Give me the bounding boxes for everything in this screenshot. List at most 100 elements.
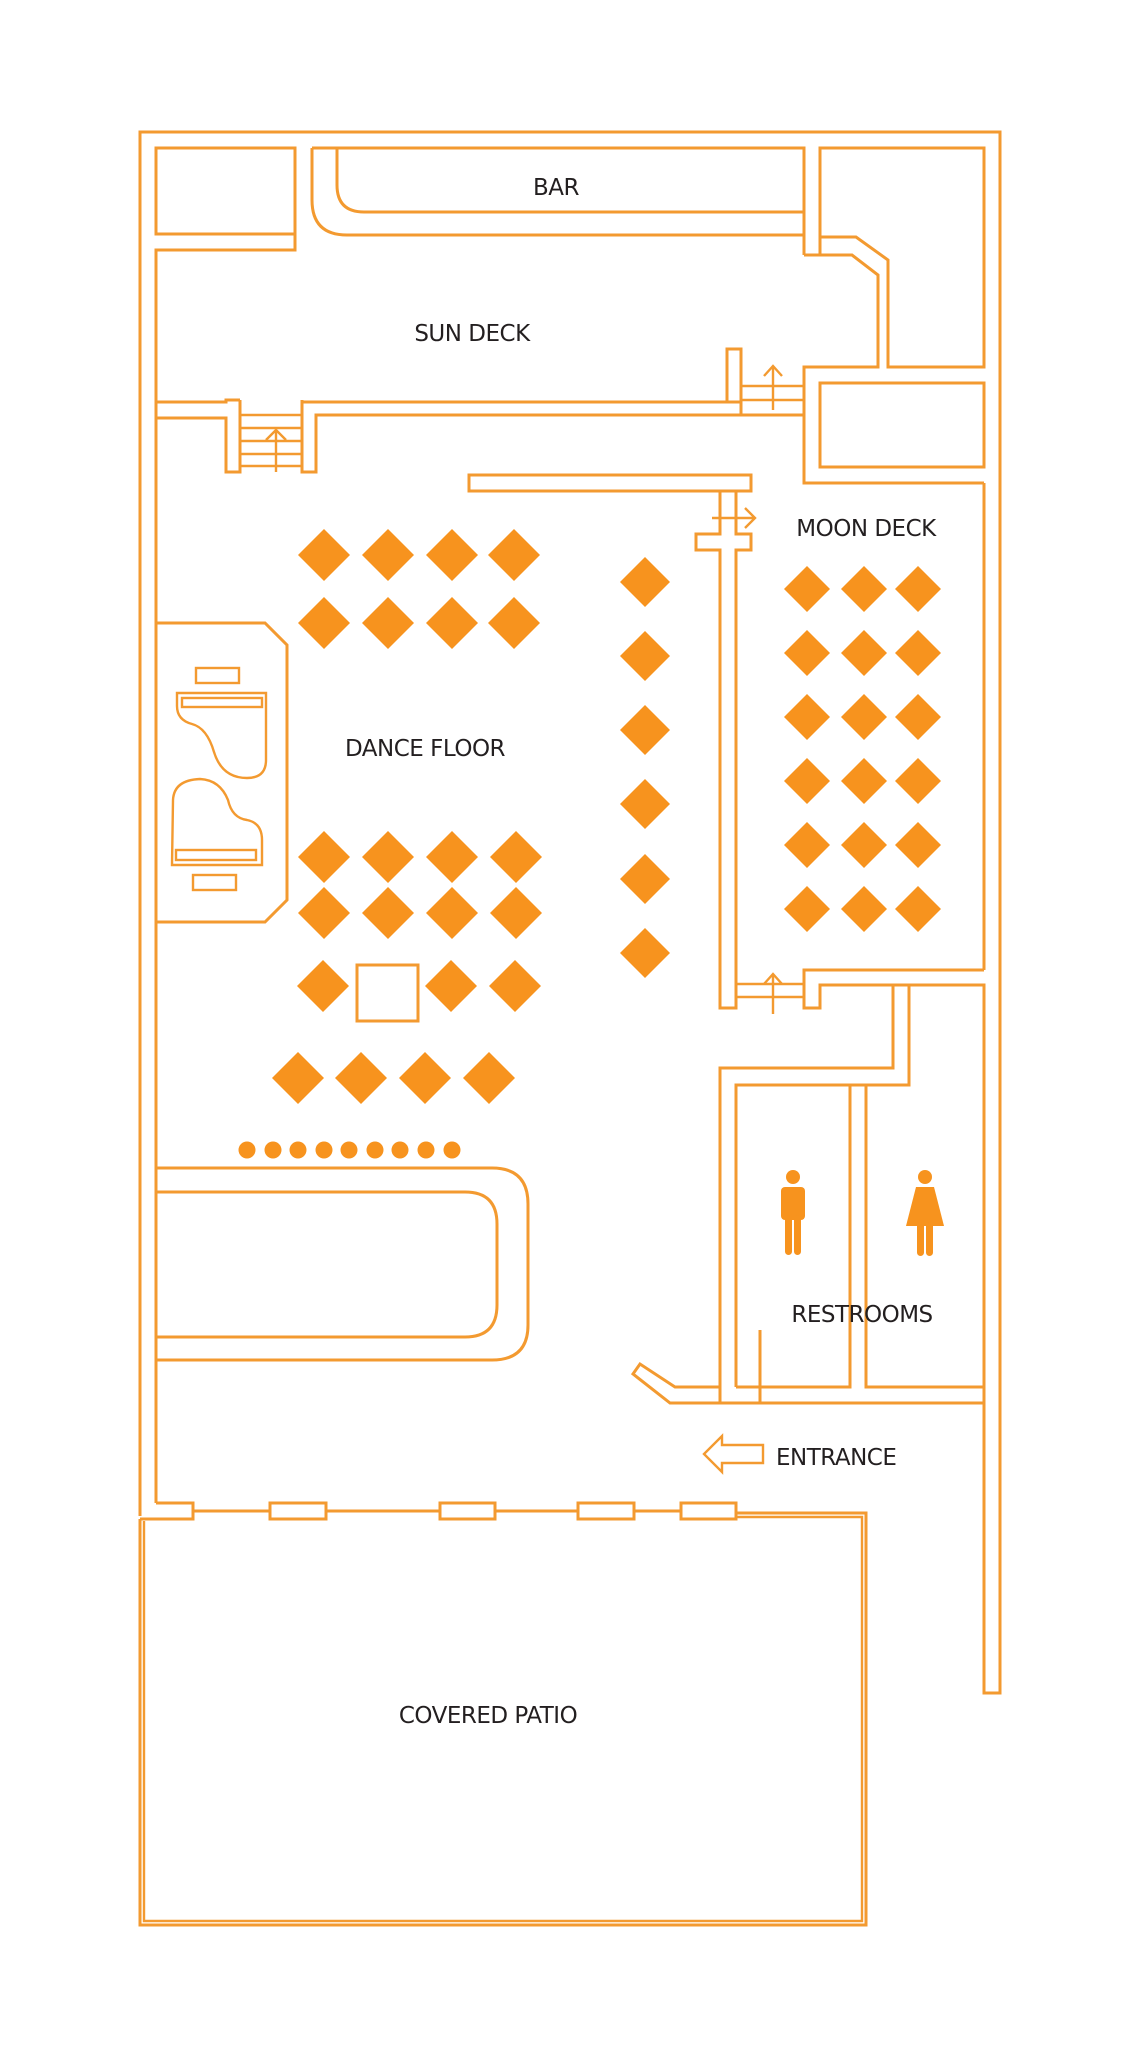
moon-deck-table xyxy=(841,566,887,612)
entrance-angled-wall xyxy=(630,1361,984,1405)
bar-counter-outer xyxy=(310,148,804,237)
dance-floor-table xyxy=(425,960,477,1012)
piano-bench xyxy=(194,666,241,685)
restroom-left-stall xyxy=(736,1085,852,1389)
bar-stool xyxy=(391,1141,409,1159)
entrance-area: ENTRANCE xyxy=(630,1361,984,1475)
dance-floor-table xyxy=(426,597,478,649)
top-left-room xyxy=(154,146,297,236)
center-column-table xyxy=(620,854,670,904)
covered-patio: COVERED PATIO xyxy=(138,1511,868,1927)
bar-label: BAR xyxy=(533,175,580,201)
sun-deck-stair-post xyxy=(725,347,804,417)
stairs-up-arrow-icon xyxy=(265,428,287,472)
dance-floor-table xyxy=(426,831,478,883)
dance-floor-table xyxy=(335,1052,387,1104)
piano-stage xyxy=(156,621,289,924)
inner-wall-line xyxy=(154,148,297,1503)
dance-floor-table xyxy=(298,831,350,883)
left-stairs xyxy=(240,413,302,472)
divider-wall xyxy=(694,491,753,1010)
dance-floor-table xyxy=(426,887,478,939)
moon-deck-table xyxy=(784,758,830,804)
dance-floor-table xyxy=(399,1052,451,1104)
moon-deck-table xyxy=(841,822,887,868)
bar-stool xyxy=(289,1141,307,1159)
patio-wall-left-return xyxy=(140,1501,195,1521)
moon-deck-stairs xyxy=(736,972,804,1014)
top-right-corridor xyxy=(802,253,984,485)
moon-deck-table xyxy=(841,758,887,804)
dance-floor-table xyxy=(362,597,414,649)
man-restroom-icon xyxy=(781,1170,805,1255)
entrance-left-arrow-icon[interactable] xyxy=(702,1433,765,1475)
sun-deck-lower-wall xyxy=(156,398,240,404)
bar-stool xyxy=(443,1141,461,1159)
moon-deck-table xyxy=(784,822,830,868)
moon-deck-table xyxy=(841,886,887,932)
dance-floor-table xyxy=(362,529,414,581)
tables-layer xyxy=(272,529,941,1104)
dance-floor-table xyxy=(426,529,478,581)
lower-bar-counter xyxy=(156,1166,530,1362)
center-column-table xyxy=(620,779,670,829)
dance-floor-table xyxy=(490,887,542,939)
dance-floor-table xyxy=(463,1052,515,1104)
moon-deck-exit-arrow-icon xyxy=(712,507,757,529)
patio-pillar xyxy=(438,1501,497,1521)
dance-floor-table xyxy=(488,529,540,581)
lower-bar-inner xyxy=(156,1190,499,1339)
moon-deck-table xyxy=(841,694,887,740)
dance-floor-table xyxy=(490,831,542,883)
bar-stools-layer xyxy=(238,1141,461,1159)
piano-keyboard xyxy=(174,848,258,862)
dance-floor-table xyxy=(489,960,541,1012)
dance-floor-table xyxy=(362,831,414,883)
moon-deck-table xyxy=(895,694,941,740)
dance-floor-table xyxy=(298,597,350,649)
bar-stool xyxy=(315,1141,333,1159)
grand-piano-icon xyxy=(170,777,264,867)
dj-booth-square xyxy=(355,963,420,1023)
patio-pillar xyxy=(576,1501,636,1521)
dance-floor-top-partition xyxy=(467,473,753,493)
entrance-label: ENTRANCE xyxy=(776,1445,896,1471)
bar-back-wall xyxy=(312,146,806,255)
dance-floor-table xyxy=(488,597,540,649)
sun-deck-wall-3 xyxy=(300,400,743,474)
dance-floor-table xyxy=(298,529,350,581)
restrooms-label: RESTROOMS xyxy=(791,1302,932,1328)
restrooms-area: RESTROOMS xyxy=(734,985,984,1389)
moon-deck-divider xyxy=(694,491,757,1010)
piano-bench xyxy=(191,873,238,892)
inner-wall-right xyxy=(866,983,986,1403)
bar-stool xyxy=(417,1141,435,1159)
moon-deck-table xyxy=(784,694,830,740)
center-column-table xyxy=(620,557,670,607)
center-column-table xyxy=(620,631,670,681)
patio-wall xyxy=(140,1501,738,1521)
moon-deck-table xyxy=(895,822,941,868)
dance-floor-label: DANCE FLOOR xyxy=(345,736,506,762)
moon-deck-table xyxy=(895,886,941,932)
stairs-up-arrow-icon xyxy=(763,364,783,410)
bar-stool xyxy=(238,1141,256,1159)
center-column-table xyxy=(620,928,670,978)
moon-deck-table xyxy=(784,630,830,676)
patio-pillar xyxy=(679,1501,738,1521)
woman-restroom-icon xyxy=(906,1170,944,1256)
moon-deck-table xyxy=(841,630,887,676)
dance-floor-table xyxy=(362,887,414,939)
patio-outline-outer xyxy=(138,1511,868,1927)
moon-deck-bottom-wall xyxy=(718,968,984,1405)
center-column-table xyxy=(620,705,670,755)
restroom-outer-wall xyxy=(734,985,911,1387)
patio-outline-inner xyxy=(142,1515,864,1923)
moon-deck-table xyxy=(895,758,941,804)
restroom-right-stall xyxy=(864,1085,984,1389)
top-right-small-room xyxy=(818,381,986,469)
dance-floor-table xyxy=(298,887,350,939)
sun-deck-area: SUN DECK xyxy=(156,321,804,474)
dance-floor-table xyxy=(272,1052,324,1104)
